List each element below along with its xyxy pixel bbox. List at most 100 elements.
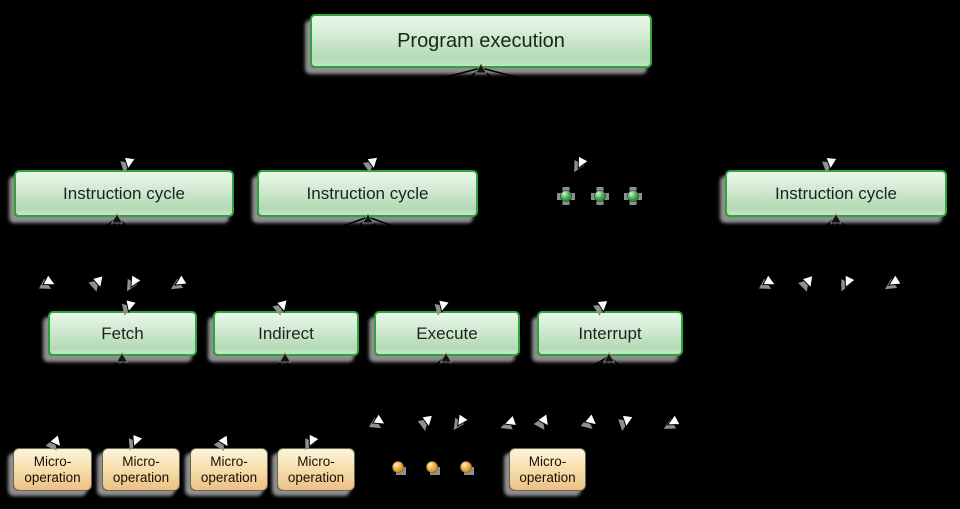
arrowhead-shadow bbox=[580, 417, 593, 429]
node-micro-operation-1: Micro-operation bbox=[13, 448, 92, 491]
node-label: Micro- bbox=[297, 453, 335, 469]
connector-line bbox=[544, 355, 610, 417]
connector-fan bbox=[128, 67, 832, 159]
node-instruction-cycle-1: Instruction cycle bbox=[14, 170, 234, 217]
arrowhead-icon bbox=[500, 414, 518, 430]
node-label: operation bbox=[112, 469, 170, 485]
dot-shadow bbox=[569, 193, 575, 200]
connector-line bbox=[116, 216, 181, 279]
dot-shadow bbox=[562, 199, 570, 205]
connector-line bbox=[121, 355, 137, 437]
dot-shadow bbox=[636, 193, 642, 200]
ellipsis-dot-green bbox=[624, 187, 642, 205]
green-dot-icon bbox=[594, 190, 606, 202]
dot-shadow bbox=[629, 187, 637, 193]
connector-line bbox=[608, 355, 628, 417]
node-interrupt: Interrupt bbox=[537, 311, 683, 356]
node-micro-operation-4: Micro-operation bbox=[277, 448, 355, 491]
arrowhead bbox=[887, 273, 903, 286]
dot-shadow bbox=[464, 467, 474, 475]
connector-line bbox=[808, 216, 837, 279]
arrowhead bbox=[801, 274, 814, 289]
arrowhead bbox=[577, 155, 590, 170]
node-label: Micro- bbox=[122, 453, 160, 469]
connector-line bbox=[608, 355, 674, 418]
connector-line bbox=[367, 216, 604, 303]
ellipsis-dot-orange bbox=[460, 461, 474, 475]
node-label: Program execution bbox=[397, 29, 565, 52]
node-label: Micro- bbox=[33, 453, 72, 469]
connector-line bbox=[282, 216, 369, 303]
node-micro-operation-5: Micro-operation bbox=[509, 448, 586, 491]
node-label: operation bbox=[24, 469, 81, 485]
connector-line bbox=[372, 67, 482, 159]
arrowhead-shadow bbox=[127, 278, 138, 292]
arrowhead-shadow bbox=[759, 278, 772, 289]
arrowhead bbox=[371, 412, 387, 425]
arrowhead bbox=[91, 275, 104, 289]
arrowhead-icon bbox=[39, 273, 57, 289]
arrowhead-shadow bbox=[574, 160, 585, 173]
arrowhead-shadow bbox=[453, 417, 465, 430]
connector-fan bbox=[49, 216, 181, 279]
arrowhead bbox=[825, 156, 838, 171]
arrowhead bbox=[666, 413, 681, 426]
arrowhead-shadow bbox=[417, 419, 429, 431]
connector-line bbox=[769, 216, 837, 279]
connector-fan bbox=[224, 355, 313, 437]
node-label: Interrupt bbox=[578, 323, 642, 343]
dot-shadow bbox=[629, 199, 637, 205]
ellipsis-dot-orange bbox=[392, 461, 406, 475]
node-micro-operation-2: Micro-operation bbox=[102, 448, 180, 491]
arrowhead bbox=[42, 273, 57, 286]
dot-shadow bbox=[562, 187, 570, 193]
arrowhead bbox=[130, 274, 143, 289]
connector-line bbox=[445, 355, 462, 417]
arrowhead-icon bbox=[759, 273, 777, 289]
arrowhead-icon bbox=[663, 413, 681, 429]
orange-dot-icon bbox=[460, 461, 472, 473]
arrowhead-icon bbox=[533, 412, 550, 430]
dot-shadow bbox=[557, 193, 563, 200]
connector-fan bbox=[379, 355, 462, 417]
arrowhead-icon bbox=[170, 273, 189, 290]
arrowhead-icon bbox=[841, 274, 857, 292]
arrowhead-shadow bbox=[500, 419, 513, 430]
dot-shadow bbox=[596, 199, 604, 205]
arrowhead-icon bbox=[88, 275, 104, 292]
arrowhead-icon bbox=[618, 414, 635, 431]
arrowhead bbox=[457, 412, 470, 427]
arrowhead bbox=[173, 273, 189, 286]
node-label: Micro- bbox=[210, 453, 248, 469]
connector-line bbox=[129, 216, 369, 303]
arrowhead-icon bbox=[798, 274, 814, 292]
connector-line bbox=[49, 216, 118, 279]
arrowhead-icon bbox=[580, 412, 598, 429]
arrowhead-shadow bbox=[884, 278, 898, 290]
connector-line bbox=[379, 355, 447, 417]
connector-line bbox=[128, 67, 482, 159]
green-dot-icon bbox=[627, 190, 639, 202]
arrowhead bbox=[621, 414, 635, 429]
arrowhead-icon bbox=[127, 274, 143, 292]
dot-shadow bbox=[624, 193, 630, 200]
connector-fan bbox=[509, 355, 674, 418]
arrowhead bbox=[123, 156, 137, 171]
green-dot-icon bbox=[560, 190, 572, 202]
arrowhead-icon bbox=[884, 273, 903, 290]
ellipsis-dot-green bbox=[591, 187, 609, 205]
node-label: operation bbox=[519, 469, 576, 485]
node-label: operation bbox=[200, 469, 258, 485]
arrowhead-shadow bbox=[533, 417, 545, 430]
arrowhead-shadow bbox=[663, 418, 676, 429]
connector-fan bbox=[56, 355, 137, 437]
connector-line bbox=[224, 355, 286, 437]
connector-line bbox=[835, 216, 895, 279]
connector-line bbox=[591, 355, 610, 417]
node-instruction-cycle-2: Instruction cycle bbox=[257, 170, 478, 217]
arrowhead-icon bbox=[453, 412, 470, 430]
node-label: Instruction cycle bbox=[306, 183, 429, 203]
connector-line bbox=[480, 67, 832, 159]
